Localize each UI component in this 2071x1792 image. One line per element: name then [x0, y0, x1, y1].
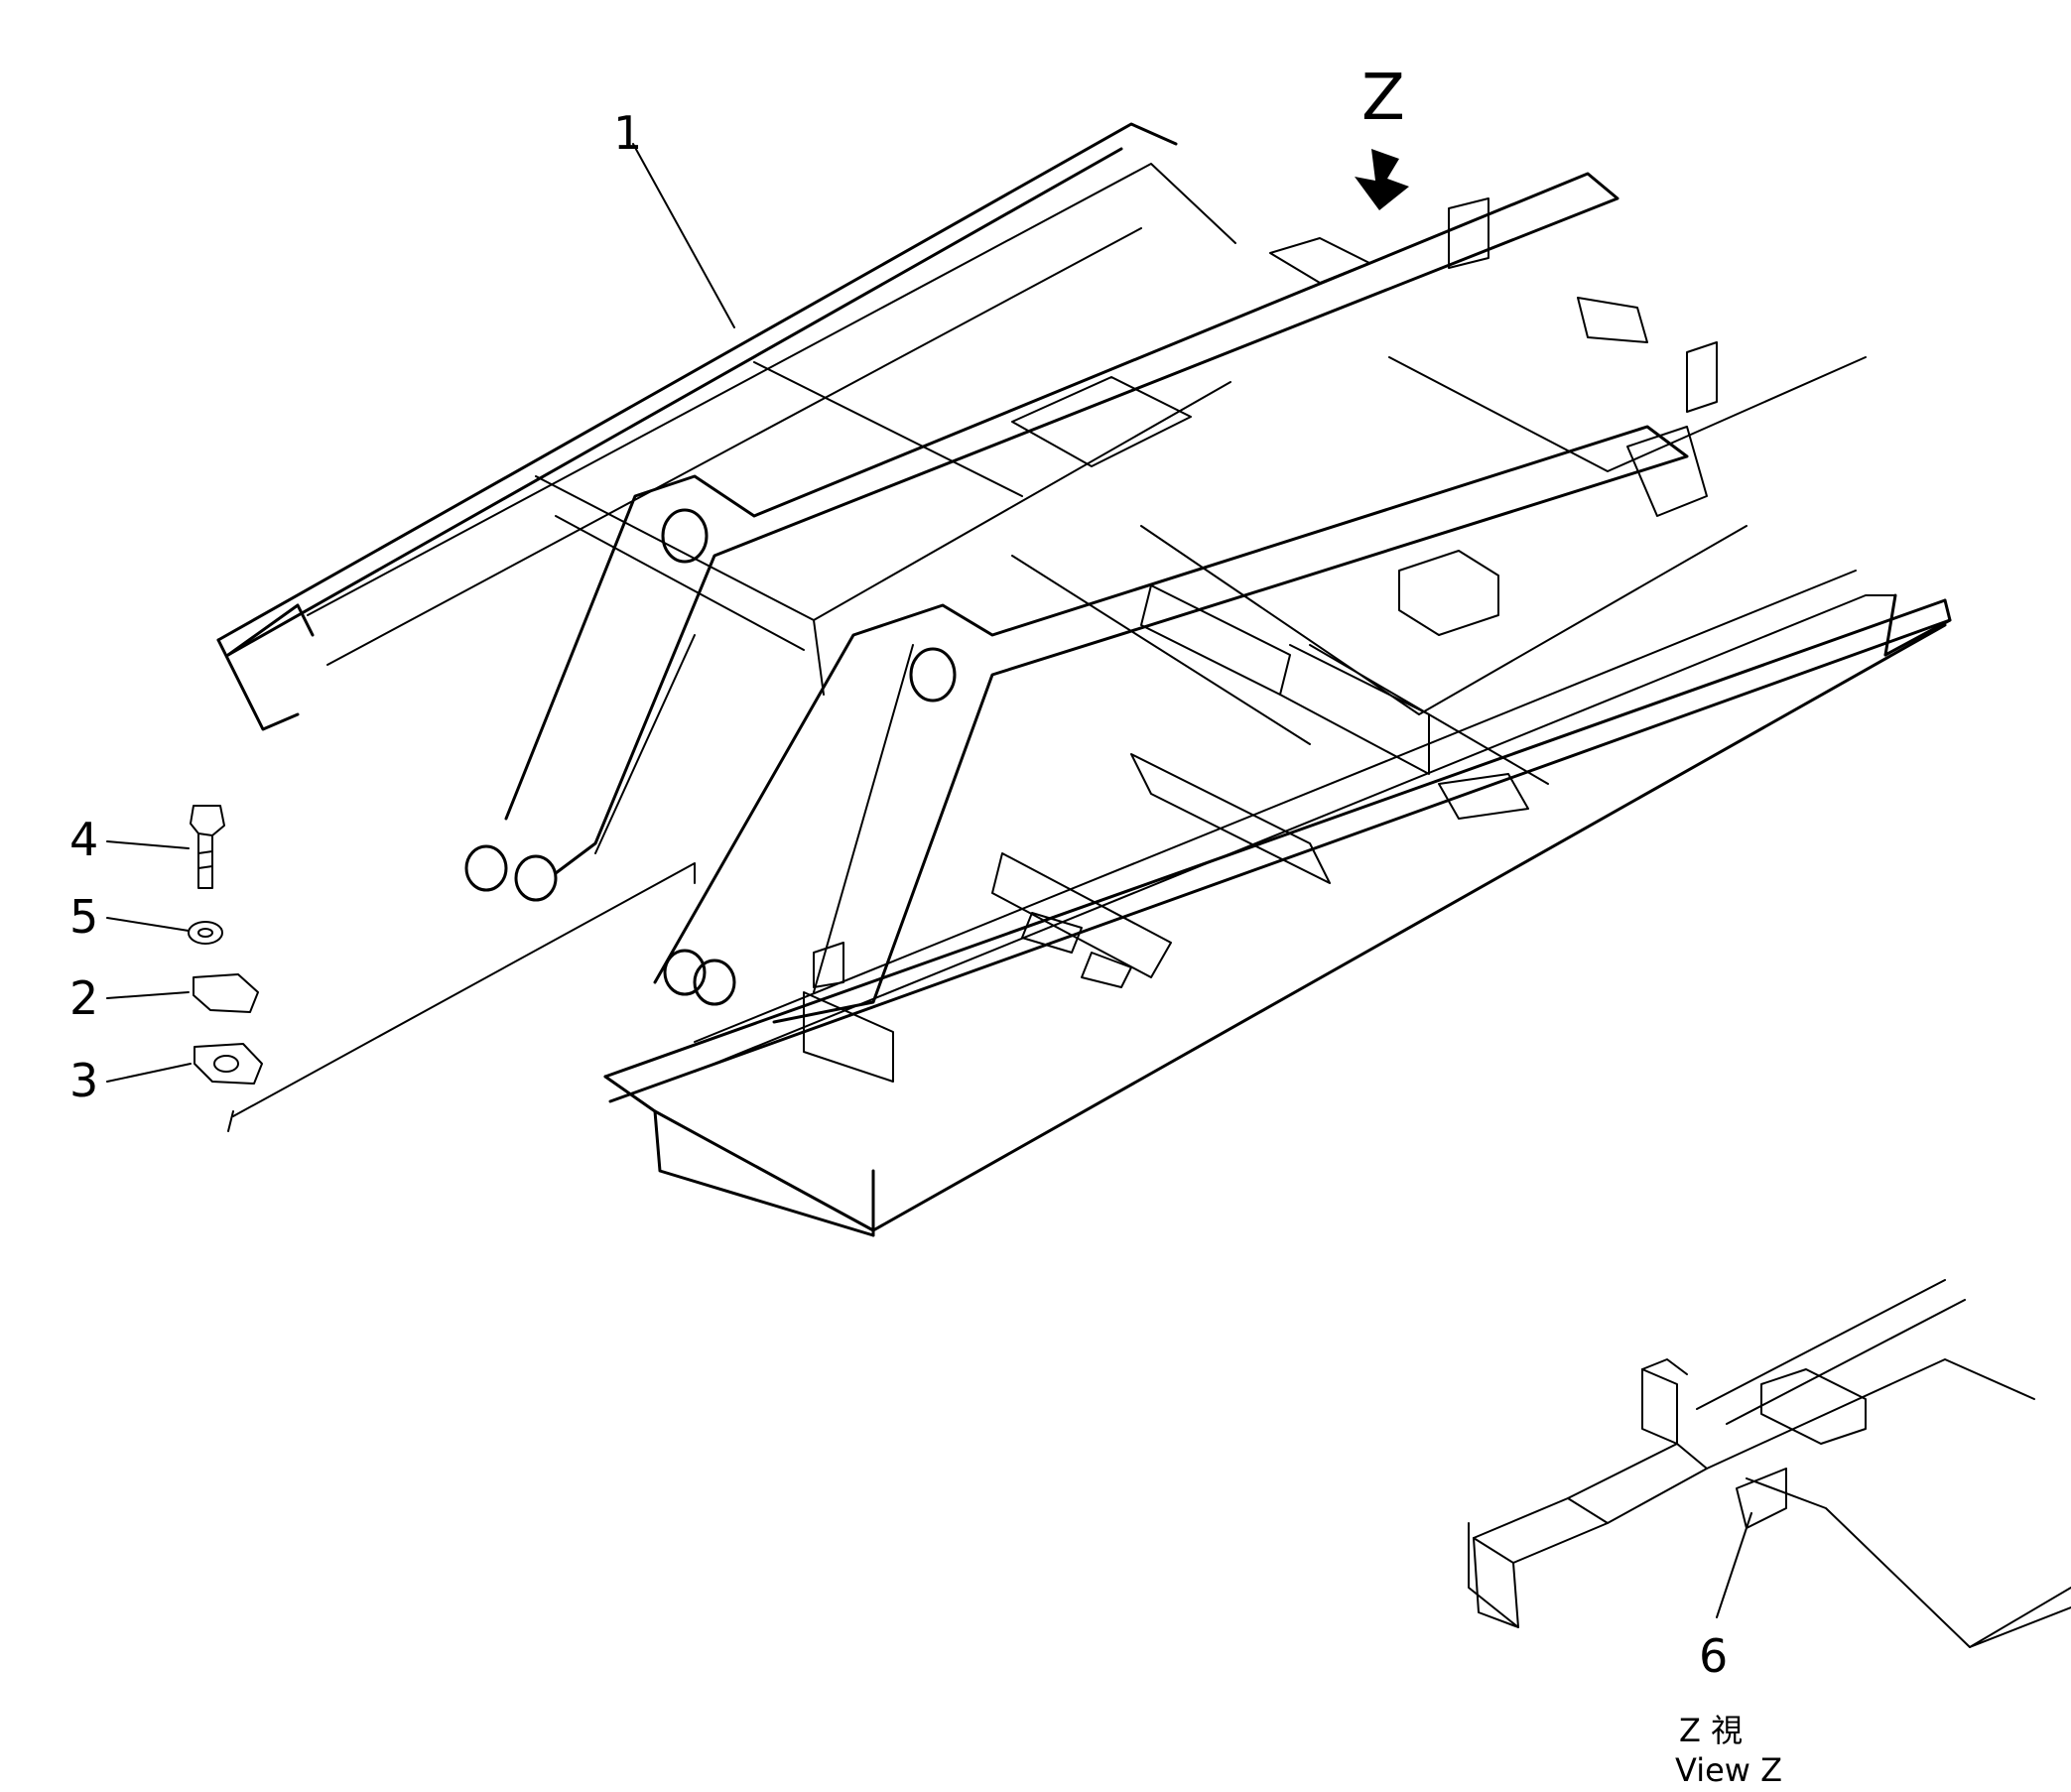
callout-2: 2	[69, 971, 98, 1025]
view-caption-en: View Z	[1675, 1751, 1782, 1789]
view-z-letter: Z	[1361, 62, 1405, 135]
callout-3: 3	[69, 1054, 98, 1107]
plate-part	[193, 973, 259, 1013]
view-z-arrow	[1355, 149, 1409, 210]
washer-part	[188, 921, 223, 945]
frame-assembly	[216, 122, 1952, 1237]
view-z-detail	[1468, 1279, 2071, 1648]
callout-5: 5	[69, 890, 98, 944]
callout-1: 1	[613, 106, 642, 160]
callout-leaders	[106, 143, 735, 1083]
bolt-part	[190, 805, 225, 889]
gasket-part	[194, 1043, 263, 1085]
callout-4: 4	[69, 813, 98, 866]
callout-6: 6	[1699, 1629, 1728, 1683]
view-caption-jp: Z 視	[1679, 1712, 1743, 1749]
